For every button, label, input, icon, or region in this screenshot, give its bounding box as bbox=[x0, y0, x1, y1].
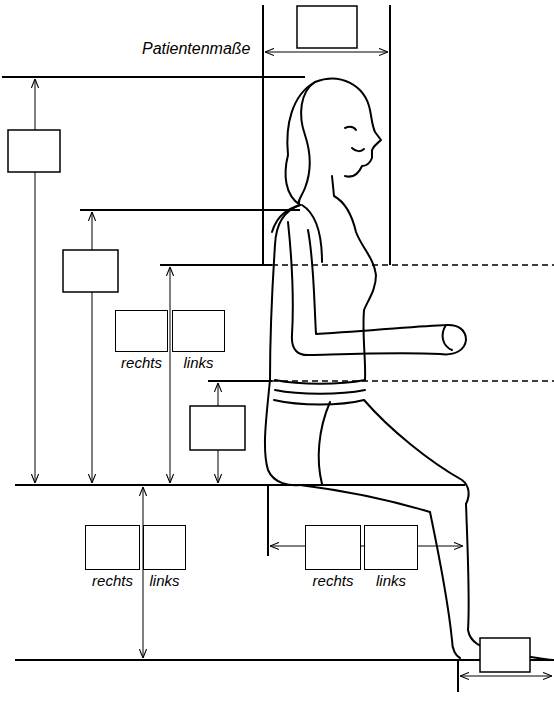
reference-line bbox=[262, 5, 264, 265]
hip-line bbox=[319, 402, 330, 484]
entry-box bbox=[480, 638, 530, 672]
reference-line bbox=[208, 380, 272, 382]
measurement-field: rechts bbox=[85, 525, 140, 590]
reference-line bbox=[457, 660, 459, 692]
waistband bbox=[274, 380, 365, 405]
entry-box bbox=[115, 310, 168, 352]
torso-back bbox=[265, 205, 300, 485]
measurement-field: links bbox=[172, 310, 225, 372]
thigh-top bbox=[364, 400, 469, 504]
side-label: rechts bbox=[120, 354, 163, 371]
entry-box bbox=[297, 6, 357, 48]
side-label: links bbox=[182, 354, 214, 371]
dimension-arrow bbox=[143, 487, 144, 658]
form-title: Patientenmaße bbox=[140, 40, 253, 58]
shirt-strap bbox=[272, 205, 322, 262]
dimension-arrow bbox=[460, 676, 552, 677]
measurement-field: links bbox=[143, 525, 186, 590]
dashed-line bbox=[272, 380, 554, 382]
dashed-line bbox=[272, 264, 554, 266]
reference-line bbox=[15, 484, 300, 486]
entry-box bbox=[63, 250, 118, 292]
arm bbox=[288, 222, 466, 355]
entry-box bbox=[85, 525, 140, 570]
measurement-field: links bbox=[364, 525, 418, 590]
fist bbox=[443, 325, 452, 350]
reference-line bbox=[160, 264, 272, 266]
reference-line bbox=[2, 76, 305, 78]
dimension-arrow bbox=[170, 267, 171, 483]
reference-line bbox=[80, 209, 300, 211]
torso-front bbox=[332, 176, 376, 380]
entry-box bbox=[8, 130, 60, 172]
entry-box bbox=[172, 310, 225, 352]
entry-box bbox=[305, 525, 361, 570]
side-label: links bbox=[148, 572, 180, 589]
lower-leg bbox=[466, 504, 554, 660]
calf bbox=[430, 512, 460, 658]
reference-line bbox=[15, 659, 554, 661]
side-label: links bbox=[375, 572, 407, 589]
measurement-field: rechts bbox=[305, 525, 361, 590]
entry-box bbox=[190, 406, 245, 450]
entry-box bbox=[143, 525, 186, 570]
face-detail bbox=[345, 127, 364, 151]
side-label: rechts bbox=[91, 572, 134, 589]
measurement-field: rechts bbox=[115, 310, 168, 372]
reference-line bbox=[389, 5, 391, 265]
thigh-under bbox=[300, 485, 430, 512]
side-label: rechts bbox=[312, 572, 355, 589]
reference-line bbox=[300, 484, 465, 486]
entry-box bbox=[364, 525, 418, 570]
dimension-arrow bbox=[265, 52, 388, 53]
reference-line bbox=[267, 485, 269, 556]
hair-back bbox=[299, 82, 315, 205]
